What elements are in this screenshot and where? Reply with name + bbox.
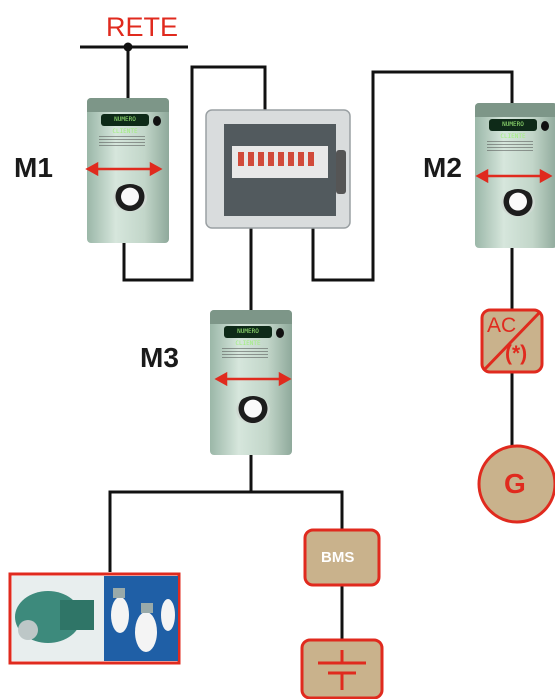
bulb-icon xyxy=(135,612,157,652)
grid-junction-dot xyxy=(124,43,133,52)
meter-m1: NUMERO CLIENTE xyxy=(87,98,169,243)
meter-dial-icon xyxy=(501,189,535,217)
distribution-panel xyxy=(206,110,350,228)
m2-label: M2 xyxy=(423,152,462,184)
m3-load-wire xyxy=(110,444,251,572)
loads-picture xyxy=(10,574,179,663)
rete-label: RETE xyxy=(106,12,178,43)
meter-dial-icon xyxy=(236,396,270,424)
m1-label: M1 xyxy=(14,152,53,184)
battery-box xyxy=(302,640,382,698)
m3-bms-wire xyxy=(251,492,342,530)
meter-m2: NUMERO CLIENTE xyxy=(475,103,555,248)
inverter-note-label: (*) xyxy=(505,342,527,366)
generator-label: G xyxy=(504,468,526,500)
bms-label: BMS xyxy=(321,549,354,566)
meter-dial-icon xyxy=(113,184,147,212)
meter-m3: NUMERO CLIENTE xyxy=(210,310,292,455)
bulb-icon xyxy=(111,597,129,633)
bulb-icon xyxy=(161,599,175,631)
m3-label: M3 xyxy=(140,342,179,374)
inverter-ac-label: AC xyxy=(487,314,516,338)
